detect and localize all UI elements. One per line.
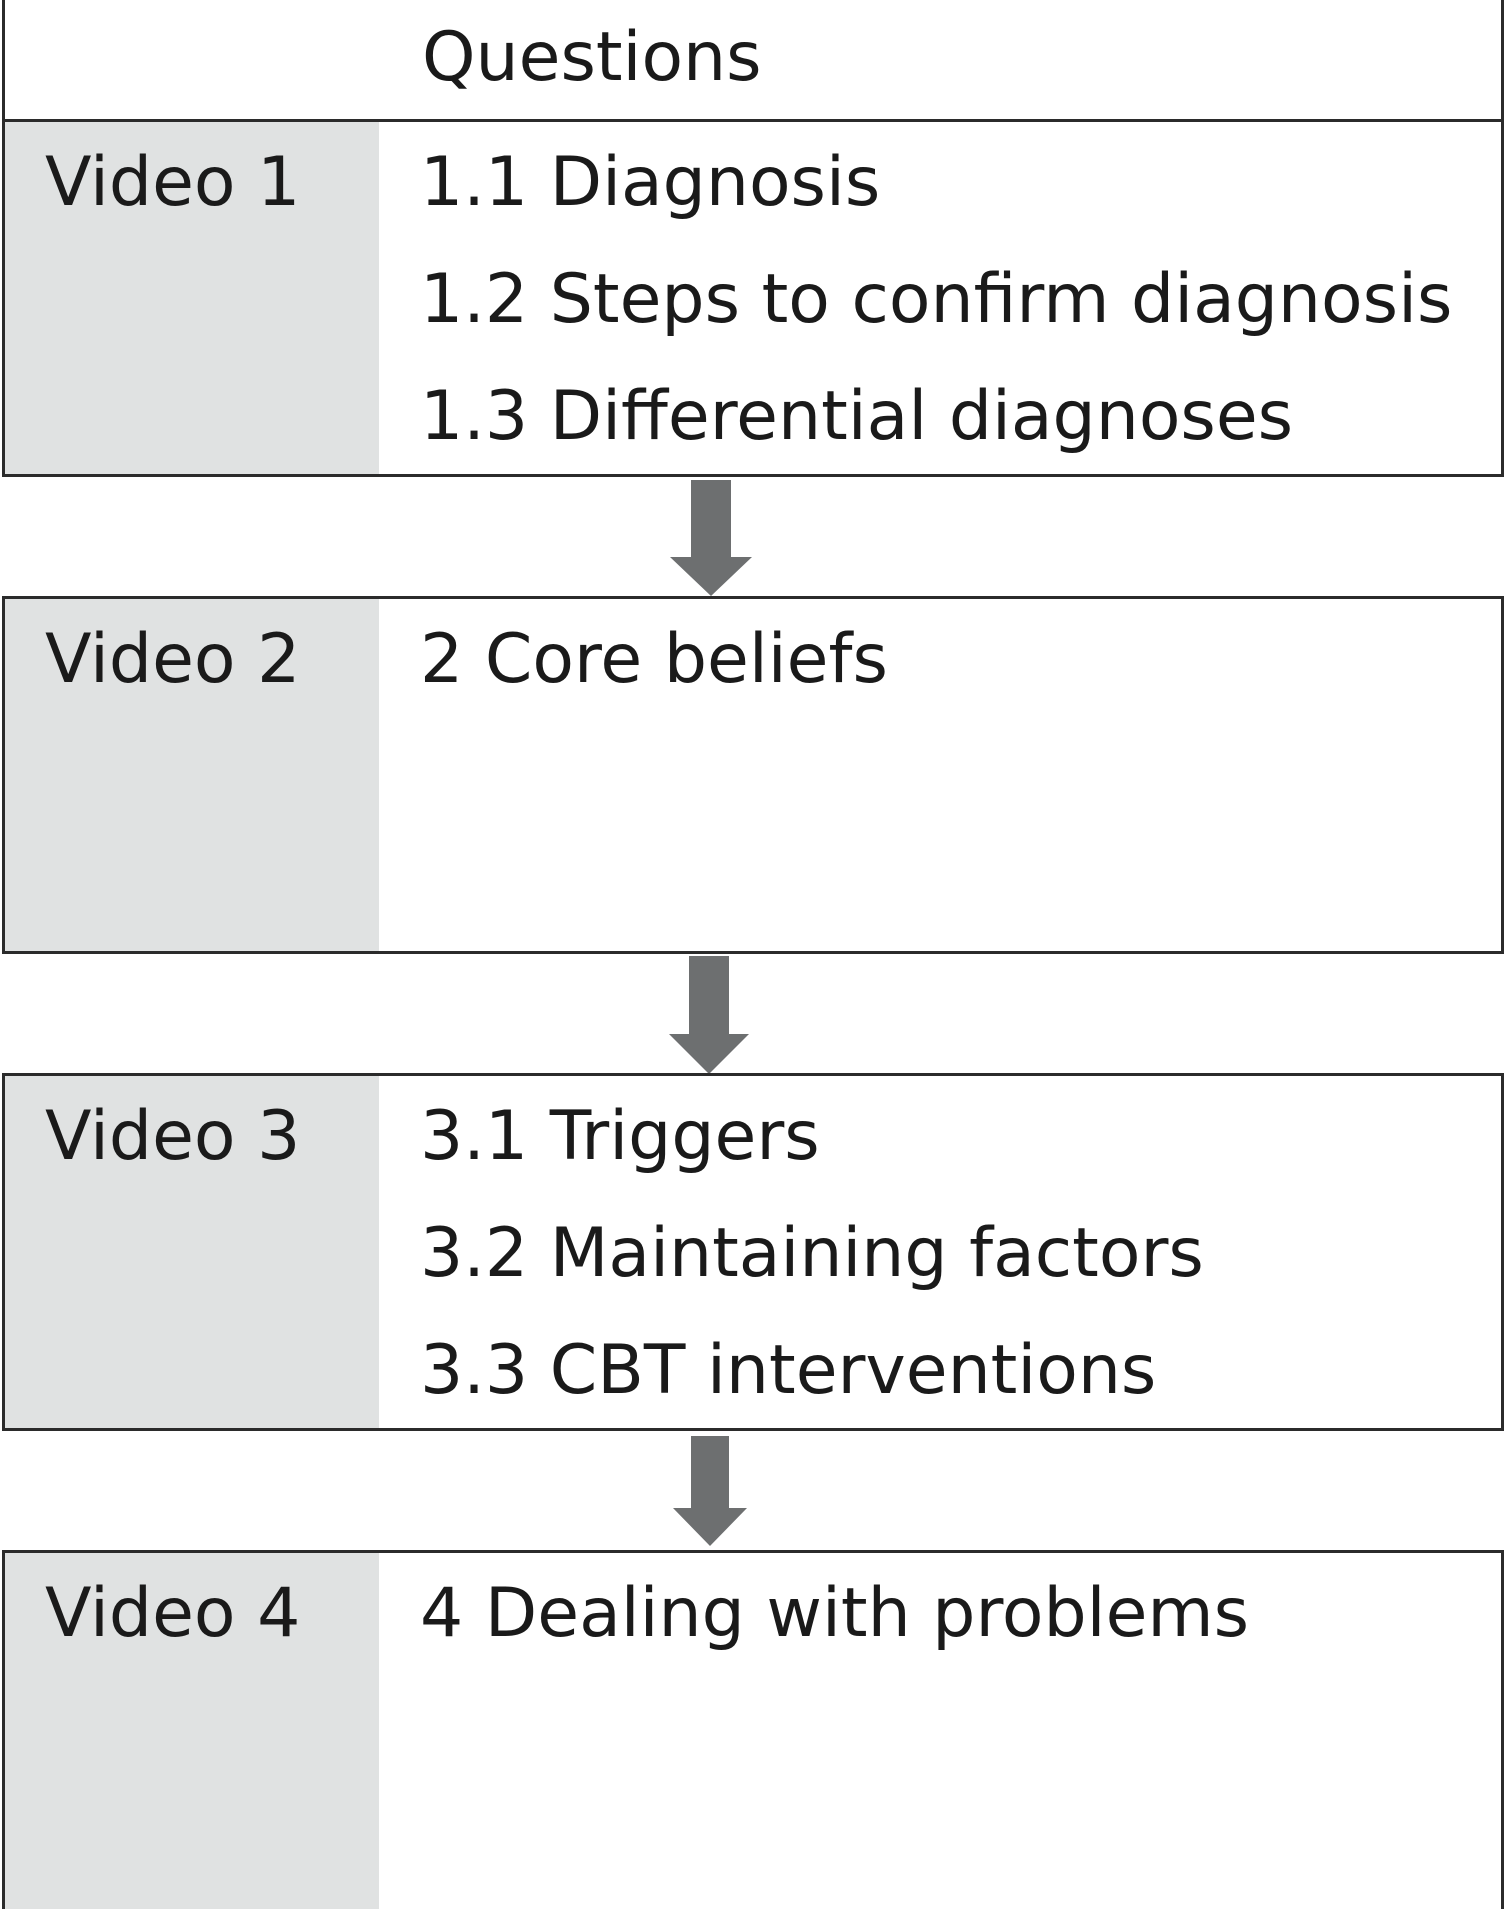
video-3-label: Video 3 xyxy=(45,1097,301,1176)
question-3-2: 3.2 Maintaining factors xyxy=(420,1214,1204,1293)
video-4-box: Video 4 4 Dealing with problems xyxy=(2,1550,1504,1909)
video-3-question-list: 3.1 Triggers 3.2 Maintaining factors 3.3… xyxy=(420,1097,1204,1448)
questions-title: Questions xyxy=(422,18,762,97)
question-2: 2 Core beliefs xyxy=(420,620,888,699)
arrow-down-icon xyxy=(669,956,749,1074)
video-1-label: Video 1 xyxy=(45,143,301,222)
video-3-box: Video 3 3.1 Triggers 3.2 Maintaining fac… xyxy=(2,1073,1504,1431)
arrow-down-icon xyxy=(670,480,752,596)
video-4-label-cell: Video 4 xyxy=(5,1553,379,1909)
video-2-question-list: 2 Core beliefs xyxy=(420,620,888,737)
question-1-3: 1.3 Differential diagnoses xyxy=(420,377,1294,456)
question-3-1: 3.1 Triggers xyxy=(420,1097,820,1176)
video-4-label: Video 4 xyxy=(45,1574,301,1653)
question-1-2: 1.2 Steps to confirm diagnosis xyxy=(420,260,1453,339)
video-2-label-cell: Video 2 xyxy=(5,599,379,951)
video-1-label-cell: Video 1 xyxy=(5,122,379,474)
question-3-3: 3.3 CBT interventions xyxy=(420,1331,1157,1410)
arrow-down-icon xyxy=(673,1436,747,1546)
question-4: 4 Dealing with problems xyxy=(420,1574,1250,1653)
video-1-box: Video 1 1.1 Diagnosis 1.2 Steps to confi… xyxy=(2,119,1504,477)
video-4-question-list: 4 Dealing with problems xyxy=(420,1574,1249,1691)
video-2-box: Video 2 2 Core beliefs xyxy=(2,596,1504,954)
video-2-label: Video 2 xyxy=(45,620,301,699)
video-1-question-list: 1.1 Diagnosis 1.2 Steps to confirm diagn… xyxy=(420,143,1452,494)
questions-header: Questions xyxy=(2,0,1504,122)
video-3-label-cell: Video 3 xyxy=(5,1076,379,1428)
question-1-1: 1.1 Diagnosis xyxy=(420,143,881,222)
